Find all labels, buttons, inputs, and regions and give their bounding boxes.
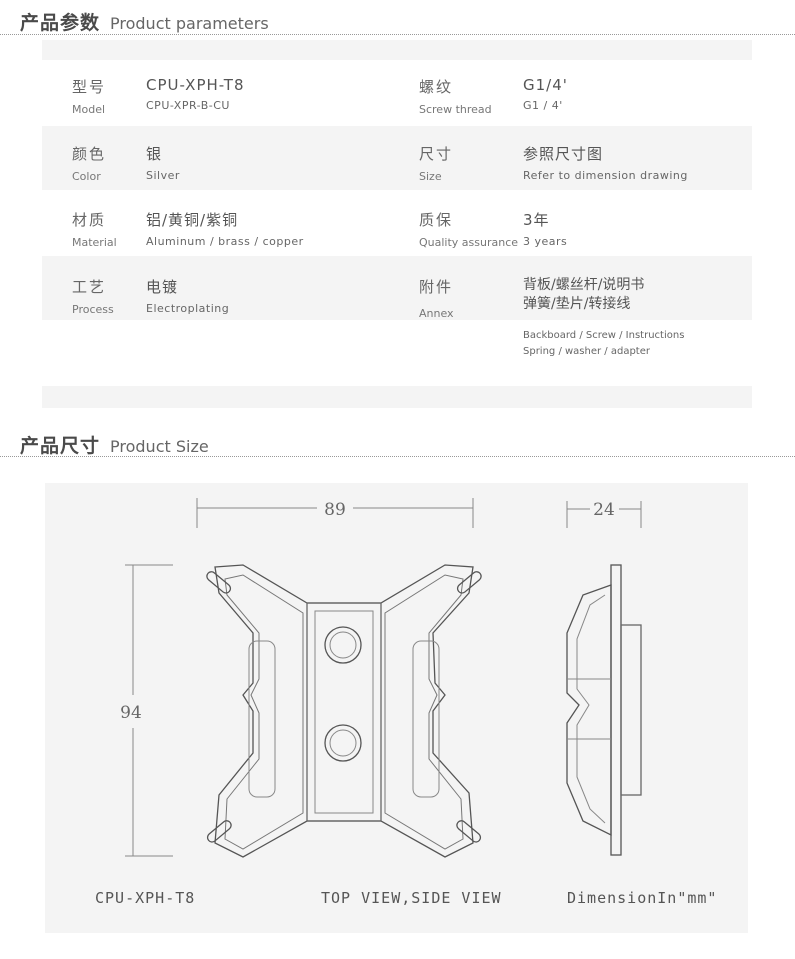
params-header: 产品参数 Product parameters bbox=[20, 8, 269, 35]
params-title-zh: 产品参数 bbox=[20, 12, 101, 34]
size-divider bbox=[0, 456, 795, 457]
params-divider bbox=[0, 34, 795, 35]
param-label-size: 尺寸 Size bbox=[419, 145, 454, 183]
param-value-annex-en: Backboard / Screw / Instructions Spring … bbox=[523, 330, 685, 357]
param-label-thread: 螺纹 Screw thread bbox=[419, 78, 492, 116]
dim-depth-label: 24 bbox=[593, 500, 615, 520]
param-value-process: 电镀 Electroplating bbox=[146, 278, 230, 315]
band-row-4 bbox=[42, 256, 752, 320]
dimension-drawing: 89 94 24 CPU-XPH-T8 TOP VIEW,SIDE VIEW D… bbox=[45, 483, 748, 933]
caption-unit: DimensionIn"mm" bbox=[567, 889, 718, 907]
caption-view: TOP VIEW,SIDE VIEW bbox=[321, 889, 502, 907]
param-label-process: 工艺 Process bbox=[72, 278, 114, 316]
param-value-material: 铝/黄铜/紫铜 Aluminum / brass / copper bbox=[146, 211, 304, 248]
size-title-en: Product Size bbox=[110, 437, 209, 456]
band-bottom bbox=[42, 386, 752, 408]
param-label-warranty: 质保 Quality assurance bbox=[419, 211, 519, 249]
param-label-annex: 附件 Annex bbox=[419, 278, 454, 320]
caption-model: CPU-XPH-T8 bbox=[95, 889, 196, 907]
param-value-size: 参照尺寸图 Refer to dimension drawing bbox=[523, 145, 688, 182]
param-label-model: 型号 Model bbox=[72, 78, 107, 116]
param-value-thread: G1/4' G1 / 4' bbox=[523, 76, 568, 112]
band-top bbox=[42, 40, 752, 60]
size-title-zh: 产品尺寸 bbox=[20, 435, 101, 457]
param-value-color: 银 Silver bbox=[146, 145, 180, 182]
band-row-2 bbox=[42, 126, 752, 190]
dim-height-label: 94 bbox=[120, 703, 142, 723]
dim-width-label: 89 bbox=[324, 500, 346, 520]
dimension-drawing-svg: 89 94 24 bbox=[120, 498, 642, 858]
param-value-annex: 背板/螺丝杆/说明书 弹簧/垫片/转接线 bbox=[523, 277, 645, 312]
param-value-warranty: 3年 3 years bbox=[523, 211, 568, 248]
param-label-color: 颜色 Color bbox=[72, 145, 107, 183]
param-value-model: CPU-XPH-T8 CPU-XPR-B-CU bbox=[146, 76, 245, 112]
params-title-en: Product parameters bbox=[110, 14, 269, 33]
size-header: 产品尺寸 Product Size bbox=[20, 431, 209, 458]
param-label-material: 材质 Material bbox=[72, 211, 117, 249]
